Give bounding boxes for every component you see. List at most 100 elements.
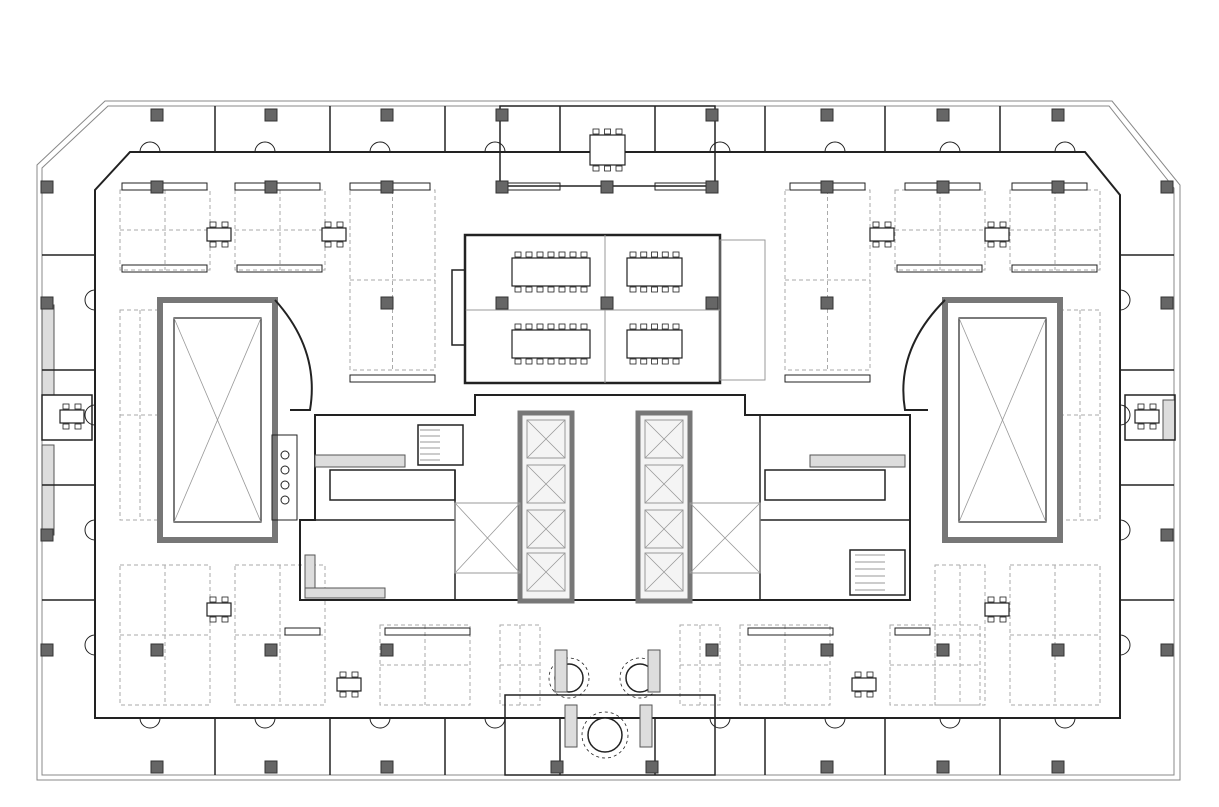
workstation-zone	[679, 624, 721, 706]
chair	[209, 596, 217, 603]
stair-left	[417, 424, 464, 466]
structural-column	[600, 296, 614, 310]
conference-table	[1134, 409, 1160, 424]
elevator-x	[526, 464, 566, 504]
chair	[854, 671, 862, 678]
elevator-car	[526, 464, 566, 504]
shaft-x	[454, 502, 521, 574]
chair	[569, 323, 577, 330]
conference-table	[511, 257, 591, 287]
chair	[629, 286, 637, 293]
chair	[987, 221, 995, 228]
structural-column	[380, 643, 394, 657]
chair	[661, 251, 669, 258]
chair	[525, 251, 533, 258]
door-swing	[254, 717, 276, 729]
shaft-x	[689, 502, 761, 574]
chair	[547, 251, 555, 258]
chair	[604, 165, 611, 172]
chair	[854, 691, 862, 698]
chairs-ring	[581, 711, 629, 759]
structural-column	[150, 760, 164, 774]
structural-column	[495, 296, 509, 310]
chair	[651, 286, 658, 293]
hatched-wall	[639, 704, 653, 748]
walls	[36, 100, 1181, 781]
dashed-workstation-partitions	[119, 182, 1101, 706]
storage-cabinets	[384, 627, 471, 636]
chair	[351, 671, 359, 678]
door-swing	[1054, 717, 1076, 729]
side-meeting-room	[1124, 394, 1176, 441]
conference-table	[984, 227, 1010, 242]
chair	[336, 221, 344, 228]
hatched-wall	[564, 704, 578, 748]
storage-cabinets	[894, 627, 931, 636]
structural-column	[705, 296, 719, 310]
chair	[987, 616, 995, 623]
structural-column	[705, 108, 719, 122]
conference-table	[206, 227, 232, 242]
conference-table	[869, 227, 895, 242]
chair	[604, 128, 611, 135]
elevator-car	[526, 419, 566, 459]
stair-right	[849, 549, 906, 596]
elevator-car	[644, 552, 684, 592]
chair	[640, 251, 648, 258]
hatched-wall	[809, 454, 906, 468]
curved-wall	[902, 299, 946, 411]
door-swing	[939, 717, 961, 729]
chair	[221, 241, 229, 248]
atrium-x	[958, 317, 1047, 523]
core-outline	[299, 394, 911, 601]
chair	[592, 128, 600, 135]
corridor-wall	[94, 151, 1121, 719]
structural-column	[705, 643, 719, 657]
chair	[569, 358, 577, 365]
door-swing	[139, 717, 161, 729]
structural-column	[936, 643, 950, 657]
hatched-wall	[304, 587, 386, 599]
door-swing	[1119, 634, 1131, 656]
workstation-zone	[499, 624, 541, 706]
chair	[999, 596, 1007, 603]
door-swing	[1054, 141, 1076, 153]
elevator-x	[526, 552, 566, 592]
elevator-car	[644, 419, 684, 459]
storage-cabinets	[1011, 264, 1098, 273]
door-swing	[369, 717, 391, 729]
conference-table	[206, 602, 232, 617]
structural-column	[1051, 643, 1065, 657]
elevator-x	[644, 509, 684, 549]
structural-column	[1160, 528, 1174, 542]
door-swing	[84, 634, 96, 656]
chair	[569, 286, 577, 293]
conference-table	[589, 134, 626, 166]
atrium-inner	[173, 317, 262, 523]
structural-column	[40, 643, 54, 657]
chair	[999, 616, 1007, 623]
door-swing	[824, 141, 846, 153]
structural-column	[150, 108, 164, 122]
chair	[536, 286, 544, 293]
chair	[615, 128, 623, 135]
chair	[999, 221, 1007, 228]
hatched-wall	[1162, 399, 1176, 441]
structural-column	[264, 180, 278, 194]
atrium-opening	[157, 297, 278, 543]
structural-column	[40, 528, 54, 542]
elevator-bank-left	[517, 410, 575, 604]
structural-column	[380, 760, 394, 774]
chair	[547, 323, 555, 330]
chair	[558, 286, 566, 293]
hatched-wall	[554, 649, 568, 693]
hatched-wall	[314, 454, 406, 468]
chairs-ring	[548, 657, 590, 699]
chair	[1137, 423, 1145, 430]
chair	[558, 358, 566, 365]
elevator-car	[644, 464, 684, 504]
chair	[580, 251, 588, 258]
structural-column	[380, 108, 394, 122]
conference-table	[984, 602, 1010, 617]
structural-column	[1051, 180, 1065, 194]
